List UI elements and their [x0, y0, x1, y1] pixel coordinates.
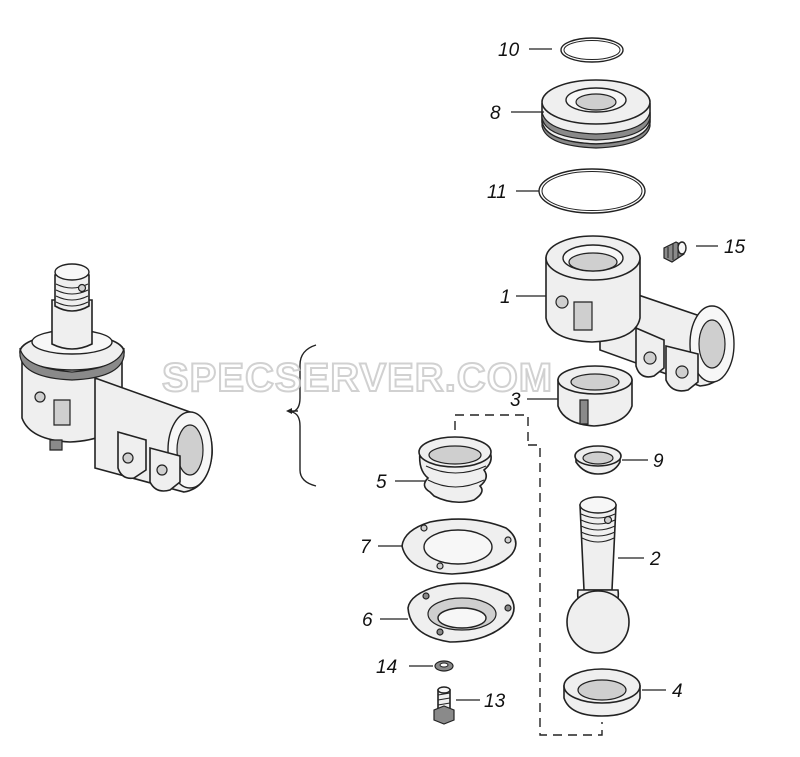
- watermark: SPECSERVER.COM: [162, 356, 553, 400]
- part-4-lower-seat: [563, 668, 641, 717]
- callout-5: 5: [376, 472, 387, 493]
- part-8-cap: [541, 79, 651, 149]
- part-1-housing: [545, 235, 735, 392]
- assembly-bracket: [286, 344, 317, 487]
- leader-lines: [378, 48, 718, 701]
- part-2-ball-stud: [566, 496, 630, 654]
- assembled-tie-rod-end: [19, 263, 213, 493]
- callout-8: 8: [490, 103, 501, 124]
- part-13-bolt: [433, 686, 455, 725]
- callout-15: 15: [724, 237, 746, 258]
- callout-4: 4: [672, 681, 683, 702]
- part-11-retaining-ring: [538, 168, 646, 214]
- callout-11: 11: [487, 182, 507, 203]
- callout-3: 3: [510, 390, 521, 411]
- part-7-gasket: [401, 518, 517, 575]
- part-15-grease-fitting: [663, 241, 687, 263]
- callout-9: 9: [653, 451, 664, 472]
- callout-13: 13: [484, 691, 506, 712]
- callout-labels: 10 8 11 15 1 3 9 5 2 7 6 14 13 4: [360, 40, 746, 712]
- callout-6: 6: [362, 610, 373, 631]
- part-6-cover: [407, 582, 515, 643]
- part-14-washer: [434, 660, 454, 672]
- callout-10: 10: [498, 40, 520, 61]
- part-9-seat: [574, 445, 622, 475]
- callout-2: 2: [649, 549, 661, 570]
- part-5-boot: [418, 436, 492, 504]
- subassembly-dashed-bracket: [454, 414, 603, 736]
- part-10-snap-ring: [560, 37, 624, 63]
- callout-14: 14: [376, 657, 397, 678]
- callout-7: 7: [360, 537, 372, 558]
- part-3-liner: [557, 365, 633, 427]
- callout-1: 1: [500, 287, 511, 308]
